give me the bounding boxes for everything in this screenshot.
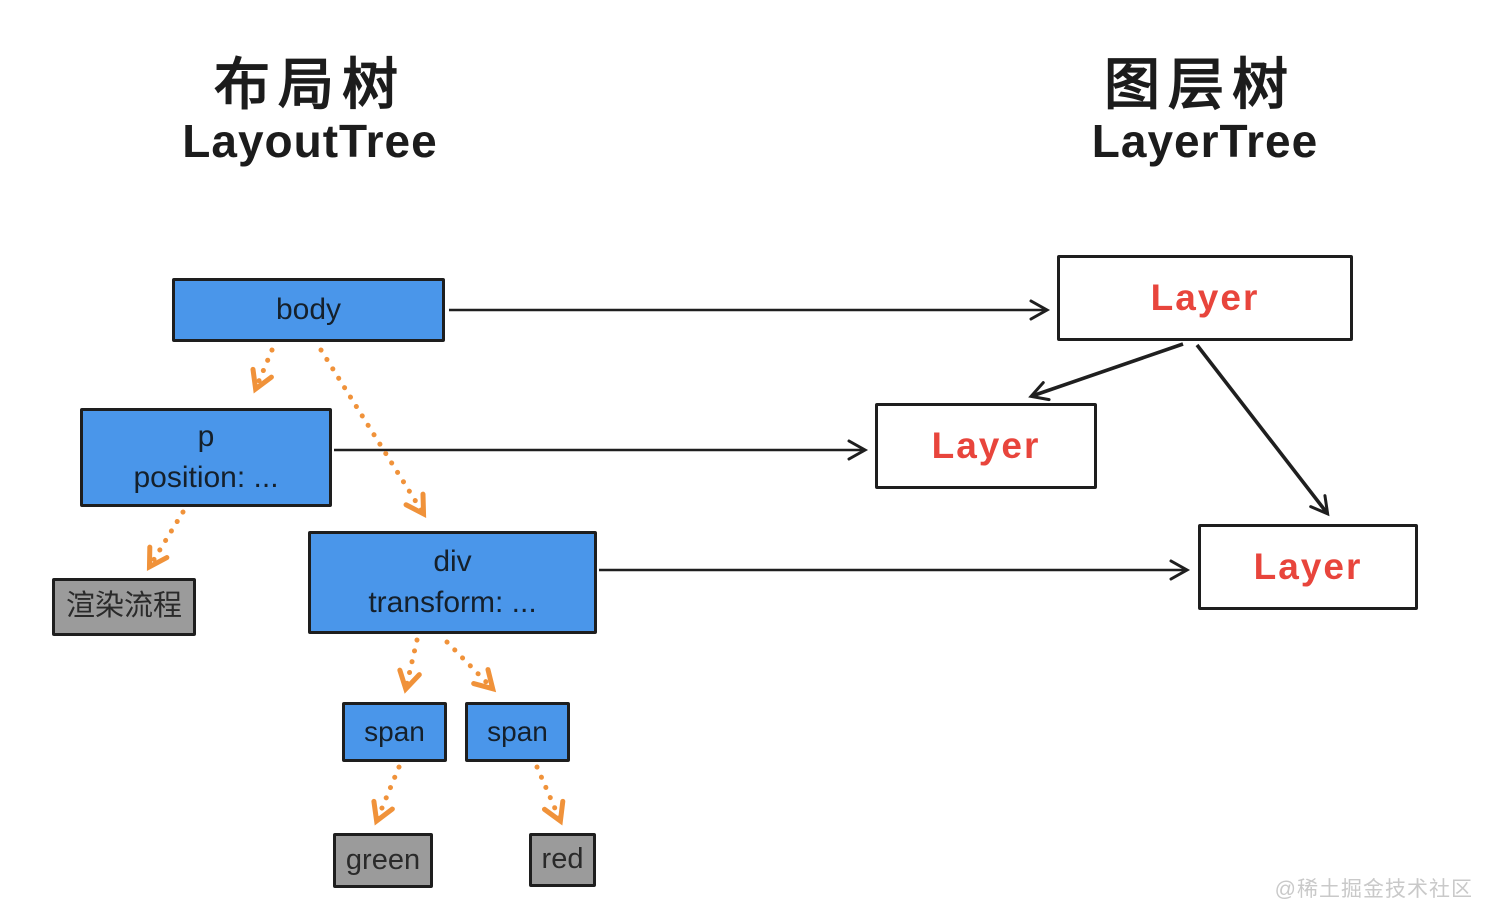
node-layer-3-label: Layer — [1253, 546, 1363, 588]
layer-tree-title-en: LayerTree — [1091, 115, 1319, 167]
edge-span-right-to-red — [534, 764, 566, 826]
edge-body-to-p — [250, 347, 275, 394]
node-span-left: span — [342, 702, 447, 762]
node-span-left-label: span — [364, 716, 425, 748]
node-div: div transform: ... — [308, 531, 597, 634]
edge-body-to-div — [318, 347, 427, 519]
edge-div-to-span-left — [397, 637, 422, 694]
node-layer-1: Layer — [1057, 255, 1353, 341]
node-div-line1: div — [433, 545, 472, 578]
node-p-line2: position: ... — [133, 460, 279, 494]
node-red: red — [529, 833, 596, 887]
node-layer-2: Layer — [875, 403, 1097, 489]
node-render-process-label: 渲染流程 — [65, 590, 182, 623]
node-span-right: span — [465, 702, 570, 762]
layer-tree-title-zh: 图层树 — [1104, 53, 1296, 116]
edge-span-left-to-green — [371, 764, 402, 826]
node-render-process: 渲染流程 — [52, 578, 196, 636]
layout-tree-title-en: LayoutTree — [182, 115, 438, 167]
node-body: body — [172, 278, 445, 342]
node-green: green — [333, 833, 433, 888]
edge-div-to-span-right — [444, 639, 497, 693]
node-body-label: body — [275, 292, 342, 326]
node-p-line1: p — [197, 420, 215, 453]
layout-tree-title-zh: 布局树 — [214, 53, 406, 116]
watermark: @稀土掘金技术社区 — [1274, 878, 1473, 901]
node-layer-2-label: Layer — [931, 425, 1041, 467]
edge-p-to-render-process — [146, 509, 186, 572]
edge-layer1-to-layer3 — [1195, 343, 1330, 517]
node-p: p position: ... — [80, 408, 332, 507]
node-span-right-label: span — [487, 716, 548, 748]
node-layer-1-label: Layer — [1150, 277, 1260, 319]
node-div-line2: transform: ... — [368, 585, 537, 619]
node-red-label: red — [541, 843, 584, 876]
node-layer-3: Layer — [1198, 524, 1418, 610]
node-green-label: green — [345, 843, 421, 876]
edge-layer1-to-layer2 — [1028, 342, 1184, 402]
